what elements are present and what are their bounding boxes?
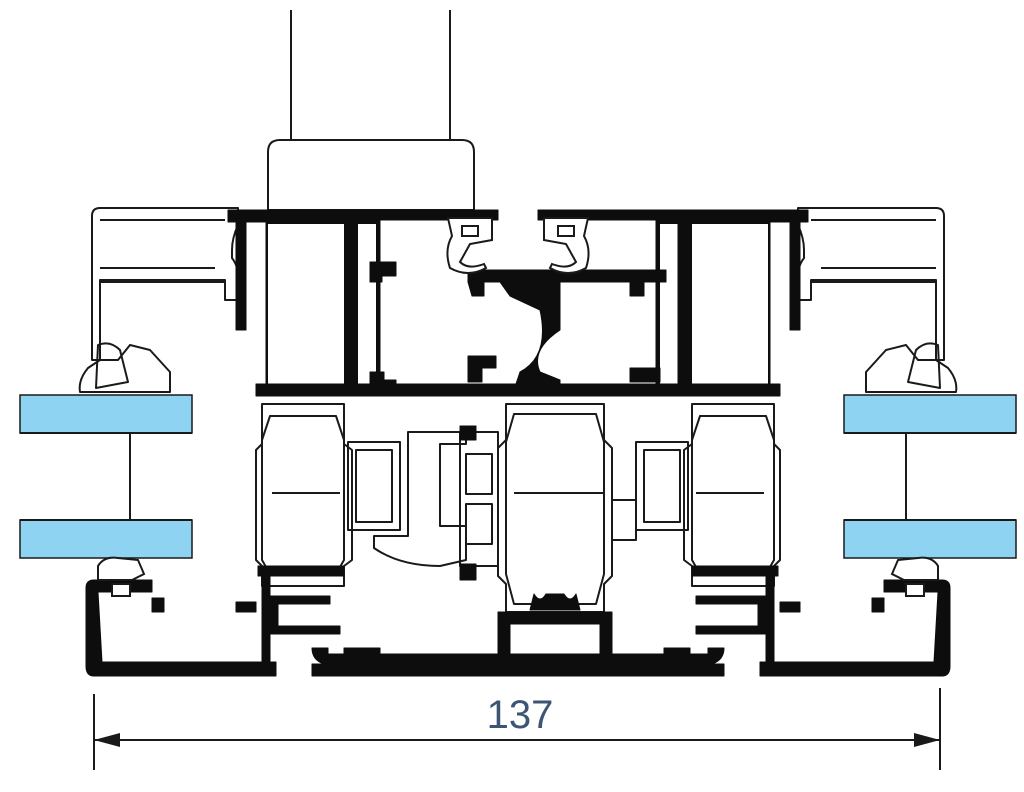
left-glazing-unit: [19, 394, 193, 559]
overall-width-dimension: 137: [93, 688, 941, 770]
central-frame-profile-top: [227, 209, 809, 397]
right-outer-sash-profile: [795, 207, 958, 393]
right-lower-profile: [635, 403, 801, 665]
bottom-base-frame: [85, 579, 951, 677]
left-lower-profile: [235, 403, 401, 665]
left-outer-sash-profile: [78, 207, 241, 393]
center-lower-profile: [373, 403, 637, 613]
top-handle-piece: [267, 10, 475, 211]
arrow-left-icon: [94, 733, 120, 747]
bottom-glazing-gaskets: [97, 556, 939, 597]
top-gaskets: [446, 217, 590, 274]
dimension-label: 137: [487, 693, 554, 737]
arrow-right-icon: [914, 733, 940, 747]
right-glazing-unit: [843, 394, 1017, 559]
